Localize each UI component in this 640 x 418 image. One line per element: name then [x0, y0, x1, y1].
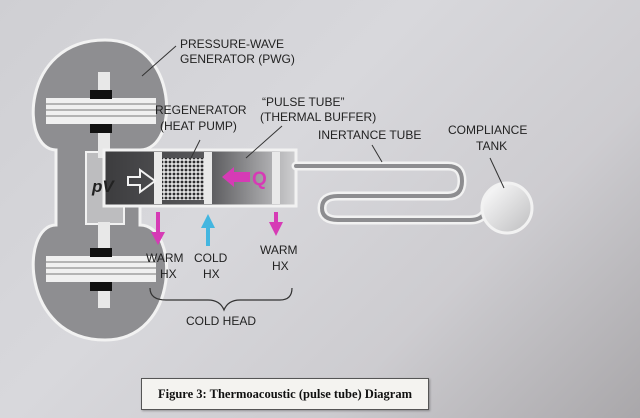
pwg-leader-line [141, 45, 177, 77]
q-arrow-icon [222, 167, 250, 187]
pv-arrow-icon [127, 168, 157, 194]
cold-hx-label-line1: COLD [194, 251, 228, 265]
q-label: Q [252, 169, 267, 190]
pwg-label-line1: PRESSURE-WAVE [180, 37, 284, 51]
inertance-tube-label: INERTANCE TUBE [318, 128, 421, 142]
lower-coil [46, 222, 156, 308]
inertance-leader-line [371, 144, 383, 163]
upper-coil [46, 72, 156, 158]
cold-head-brace [149, 287, 293, 312]
compliance-label-line2: TANK [476, 139, 507, 153]
pulse-tube-body [102, 148, 298, 208]
warm-hx-right-label-line1: WARM [260, 243, 298, 257]
regenerator-leader-line [189, 139, 201, 161]
inertance-tube [291, 161, 489, 225]
leader-lines [141, 45, 505, 189]
warm-hx-right-label-line2: HX [272, 259, 289, 273]
compliance-leader-line [489, 157, 505, 189]
pulse-tube-leader-line [245, 125, 283, 159]
cold-hx-label-line2: HX [203, 267, 220, 281]
regenerator-label-line2: (HEAT PUMP) [160, 119, 237, 133]
caption-box: Figure 3: Thermoacoustic (pulse tube) Di… [141, 378, 429, 410]
hx-arrows [151, 212, 283, 246]
warm-hx-right-band [272, 152, 280, 204]
pv-label: pV [91, 177, 115, 196]
pwg-label-line2: GENERATOR (PWG) [180, 52, 295, 66]
warm-hx-left-band [154, 152, 162, 204]
cold-head-label: COLD HEAD [186, 314, 256, 328]
pulse-tube-label-line2: (THERMAL BUFFER) [260, 110, 376, 124]
compliance-tank [480, 181, 534, 235]
warm-hx-left-label-line1: WARM [146, 251, 184, 265]
regenerator-mesh [160, 158, 210, 200]
pulse-tube-label-line1: “PULSE TUBE” [262, 95, 344, 109]
compliance-label-line1: COMPLIANCE [448, 123, 527, 137]
regenerator-label-line1: REGENERATOR [155, 103, 247, 117]
figure-caption: Figure 3: Thermoacoustic (pulse tube) Di… [157, 386, 413, 401]
cold-hx-band [204, 152, 212, 204]
warm-hx-left-label-line2: HX [160, 267, 177, 281]
